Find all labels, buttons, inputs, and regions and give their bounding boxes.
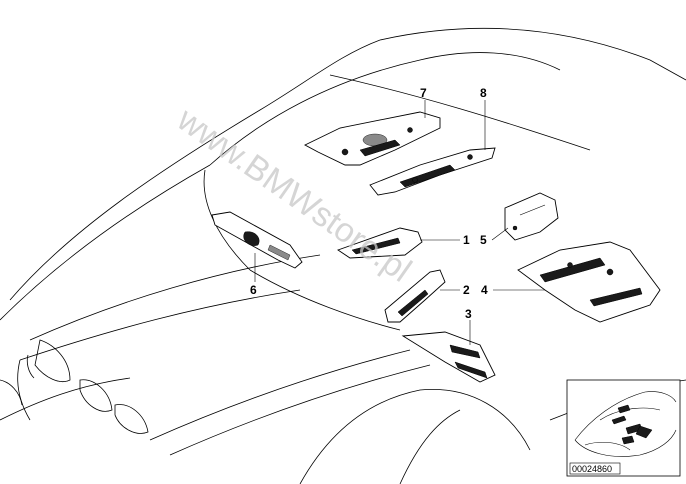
- leader-lines: [254, 100, 545, 345]
- part-6-insulation: [211, 211, 303, 269]
- callout-8: 8: [480, 86, 487, 100]
- callout-7: 7: [420, 86, 427, 100]
- callout-3: 3: [465, 307, 472, 321]
- part-3-insulation: [401, 331, 496, 383]
- callout-5: 5: [480, 233, 487, 247]
- part-2-insulation: [384, 269, 446, 323]
- inset-thumbnail: 00024860: [566, 379, 681, 477]
- part-8-insulation: [369, 147, 496, 196]
- part-1-insulation: [337, 227, 423, 259]
- callout-6: 6: [250, 283, 257, 297]
- callout-4: 4: [481, 283, 488, 297]
- part-7-insulation: [304, 111, 441, 166]
- callout-1: 1: [463, 233, 470, 247]
- reference-number: 00024860: [572, 464, 612, 474]
- callout-labels: 7 8 1 5 2 4 3 6: [250, 86, 488, 321]
- part-5-insulation: [504, 192, 559, 241]
- callout-2: 2: [463, 283, 470, 297]
- part-4-insulation: [517, 241, 661, 323]
